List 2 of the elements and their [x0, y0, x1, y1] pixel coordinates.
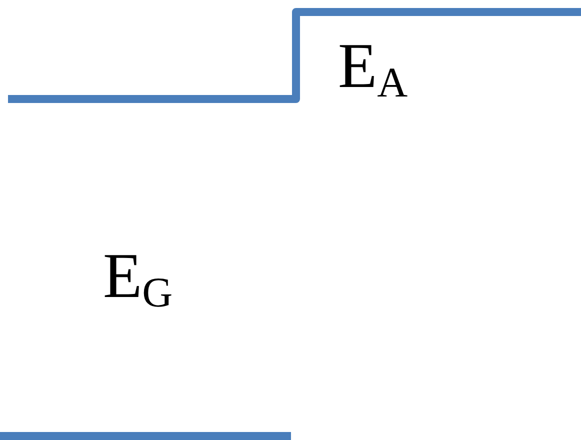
- energy-label: E$_{G}$: [103, 244, 173, 308]
- energy-label: E$_{A}$: [338, 34, 408, 98]
